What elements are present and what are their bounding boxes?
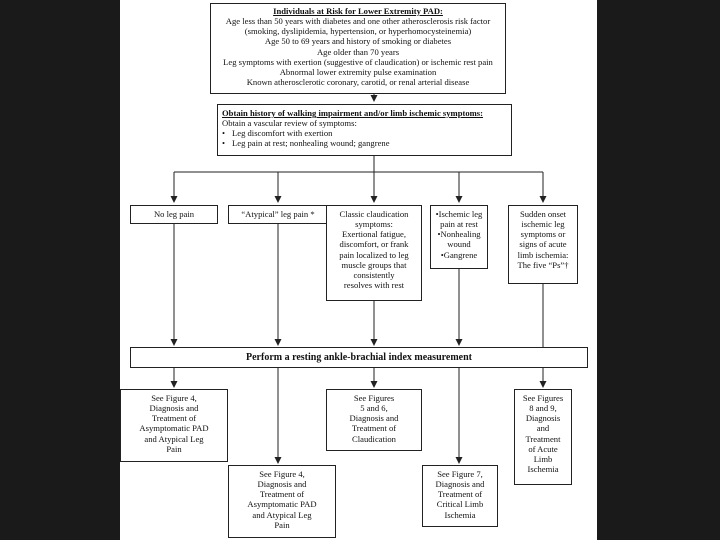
symptom-line: wound	[447, 239, 471, 250]
abi-label: Perform a resting ankle-brachial index m…	[246, 352, 472, 363]
outcome-line: Diagnosis and	[435, 479, 485, 490]
outcome-line: Diagnosis	[525, 413, 561, 424]
outcome-line: See Figure 4,	[259, 469, 305, 479]
outcome-line: Treatment of	[351, 423, 397, 434]
history-bullet: Leg discomfort with exertion	[222, 128, 511, 138]
symptom-no-leg-pain-box: No leg pain	[130, 205, 218, 224]
abi-measurement-bar: Perform a resting ankle-brachial index m…	[130, 347, 588, 368]
outcome-line: See Figures	[353, 393, 395, 403]
history-box: Obtain history of walking impairment and…	[217, 104, 512, 156]
symptom-atypical-box: “Atypical” leg pain *	[228, 205, 328, 224]
symptom-line: pain at rest	[440, 219, 478, 230]
symptom-line: •Gangrene	[440, 249, 478, 260]
outcome-line: Asymptomatic PAD	[139, 423, 209, 434]
history-box-title: Obtain history of walking impairment and…	[222, 108, 484, 118]
outcome-line: Treatment of	[259, 489, 305, 500]
symptom-line: “Atypical” leg pain *	[241, 209, 315, 219]
symptom-line: No leg pain	[153, 209, 195, 219]
history-bullet: Leg pain at rest; nonhealing wound; gang…	[222, 138, 511, 148]
risk-box-title: Individuals at Risk for Lower Extremity …	[273, 6, 443, 16]
symptom-acute-limb-ischemia-box: Sudden onset ischemic leg symptoms or si…	[508, 205, 578, 284]
risk-line: Age older than 70 years	[316, 46, 400, 57]
outcome-line: Asymptomatic PAD	[247, 499, 317, 510]
outcome-line: Diagnosis and	[257, 479, 307, 490]
risk-line: Age less than 50 years with diabetes and…	[225, 16, 491, 27]
symptom-line: Exertional fatigue,	[342, 229, 406, 240]
symptom-line: Sudden onset	[519, 209, 567, 219]
outcome-line: Ischemia	[527, 463, 559, 474]
symptom-line: consistently	[353, 269, 395, 280]
risk-line: Leg symptoms with exertion (suggestive o…	[223, 56, 493, 67]
outcome-line: Pain	[274, 519, 290, 530]
outcome-line: See Figure 7,	[437, 469, 483, 479]
outcome-line: 8 and 9,	[529, 403, 557, 414]
symptom-line: resolves with rest	[343, 279, 405, 290]
risk-line: Age 50 to 69 years and history of smokin…	[264, 36, 452, 47]
symptom-line: limb ischemia:	[517, 249, 569, 260]
outcome-line: Treatment of	[151, 413, 197, 424]
outcome-figures-5-6-claudication-box: See Figures 5 and 6, Diagnosis and Treat…	[326, 389, 422, 451]
connector-arrows	[170, 94, 547, 464]
risk-factors-box: Individuals at Risk for Lower Extremity …	[210, 3, 506, 94]
outcome-line: 5 and 6,	[360, 403, 388, 414]
outcome-line: of Acute	[528, 443, 558, 454]
outcome-figure-7-critical-limb-box: See Figure 7, Diagnosis and Treatment of…	[422, 465, 498, 527]
symptom-line: symptoms or	[520, 229, 566, 240]
outcome-line: and Atypical Leg	[252, 509, 312, 520]
outcome-line: Treatment of	[437, 489, 483, 500]
symptom-line: discomfort, or frank	[339, 239, 409, 250]
symptom-ischemic-rest-pain-box: •Ischemic leg pain at rest •Nonhealing w…	[430, 205, 488, 269]
risk-line: Abnormal lower extremity pulse examinati…	[279, 66, 437, 77]
outcome-line: and Atypical Leg	[144, 433, 204, 444]
symptom-line: muscle groups that	[341, 259, 407, 270]
risk-line: (smoking, dyslipidemia, hypertension, or…	[244, 26, 472, 37]
outcome-line: Critical Limb	[436, 499, 484, 510]
outcome-line: Diagnosis and	[149, 403, 199, 414]
outcome-line: Ischemia	[444, 509, 476, 520]
outcome-line: Diagnosis and	[349, 413, 399, 424]
history-intro: Obtain a vascular review of symptoms:	[222, 118, 357, 129]
flowchart-slide: Individuals at Risk for Lower Extremity …	[120, 0, 597, 540]
outcome-line: See Figure 4,	[151, 393, 197, 403]
outcome-figures-8-9-acute-limb-box: See Figures 8 and 9, Diagnosis and Treat…	[514, 389, 572, 485]
symptom-line: •Ischemic leg	[435, 209, 483, 219]
symptom-line: The five “Ps”†	[517, 259, 569, 270]
symptom-line: Classic claudication	[339, 209, 409, 219]
symptom-line: pain localized to leg	[339, 249, 409, 260]
risk-line: Known atherosclerotic coronary, carotid,…	[246, 76, 470, 87]
symptom-line: signs of acute	[519, 239, 567, 250]
symptom-line: symptoms:	[355, 219, 393, 230]
outcome-line: and	[536, 423, 550, 434]
symptom-classic-claudication-box: Classic claudication symptoms: Exertiona…	[326, 205, 422, 301]
outcome-line: Treatment	[525, 433, 561, 444]
outcome-figure-4-atypical-box: See Figure 4, Diagnosis and Treatment of…	[228, 465, 336, 538]
outcome-line: Limb	[533, 453, 553, 464]
outcome-line: Claudication	[352, 433, 396, 444]
symptom-line: ischemic leg	[521, 219, 565, 230]
symptom-line: •Nonhealing	[437, 229, 481, 240]
outcome-figure-4-asymptomatic-box: See Figure 4, Diagnosis and Treatment of…	[120, 389, 228, 462]
outcome-line: Pain	[166, 443, 182, 454]
outcome-line: See Figures	[522, 393, 564, 403]
